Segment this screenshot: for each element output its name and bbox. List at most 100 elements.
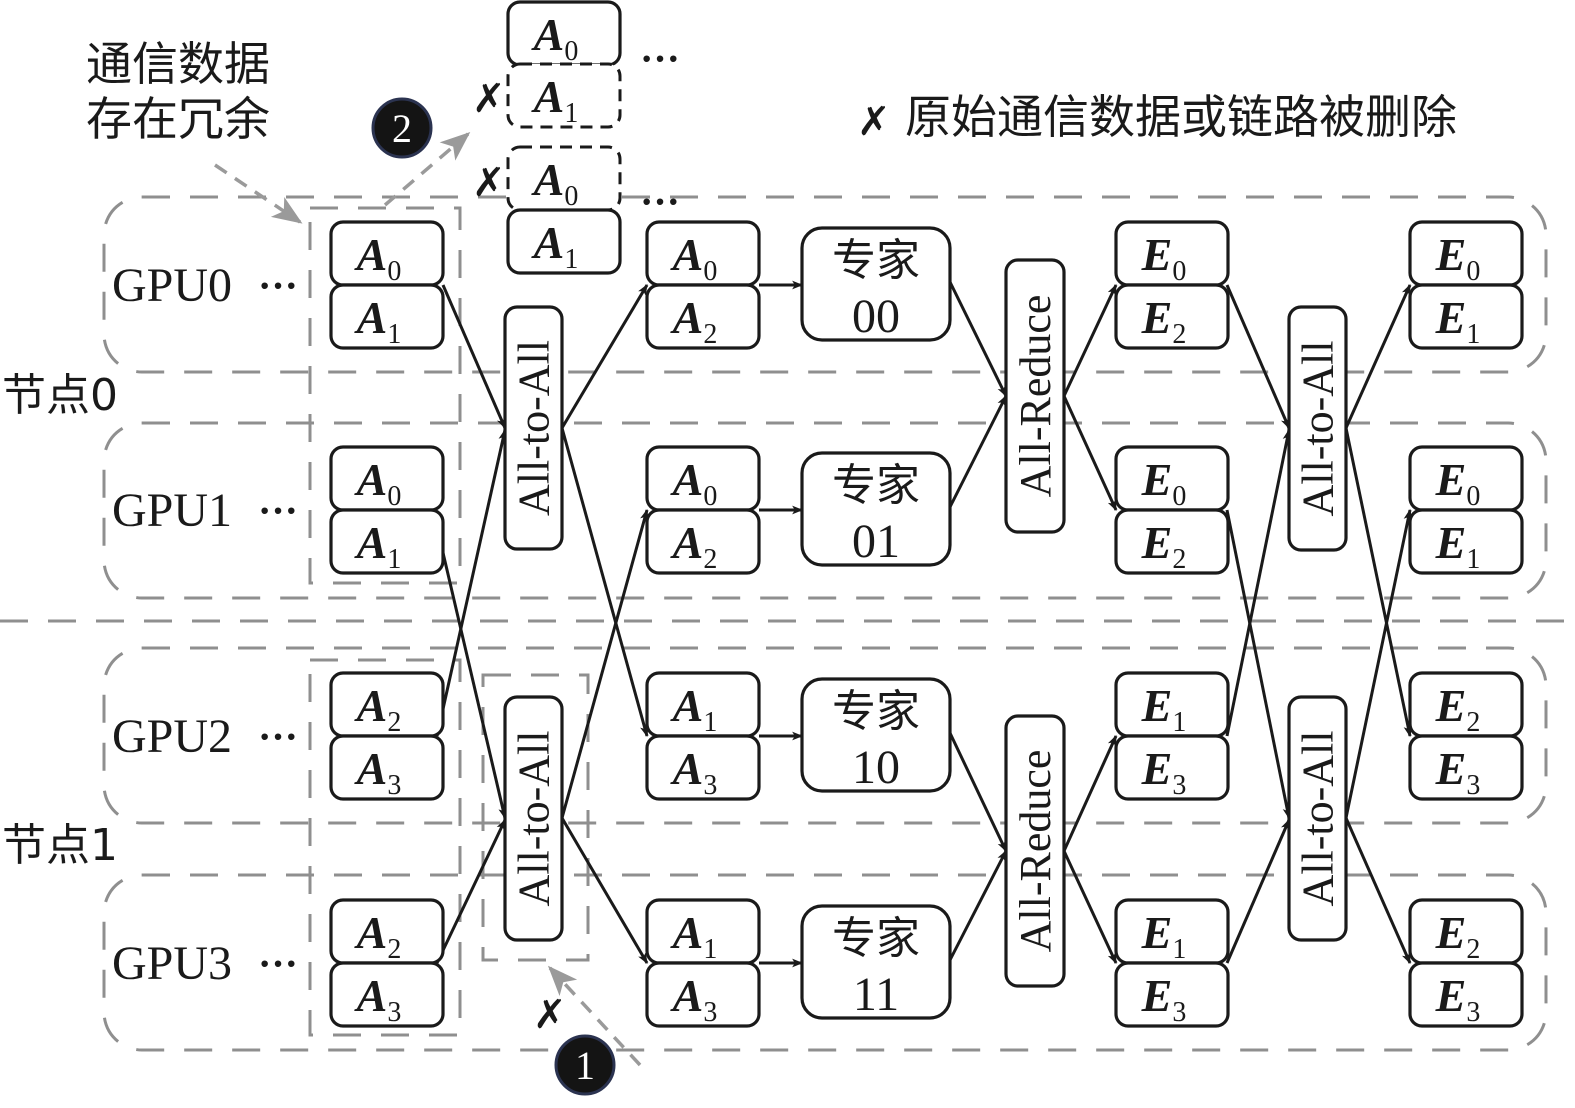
output-box: E2 — [1408, 898, 1524, 965]
variable-subscript: 1 — [1466, 544, 1480, 575]
input-box: A0 — [329, 220, 445, 287]
deleted-link-cross-icon: ✗ — [533, 992, 567, 1038]
variable-subscript: 2 — [387, 707, 401, 738]
variable-subscript: 2 — [1466, 707, 1480, 738]
edge-reduce-to-gpu2 — [1062, 734, 1118, 852]
deleted-cross-icon: ✗ — [472, 76, 506, 122]
legend-text: 原始通信数据或链路被删除 — [905, 90, 1457, 144]
variable-symbol: E — [1141, 454, 1173, 505]
svg-text:E1: E1 — [1141, 907, 1187, 965]
variable-symbol: A — [354, 454, 388, 505]
gpu-group-1 — [102, 421, 1548, 600]
edge-gpu2-to-a2a — [435, 428, 508, 737]
svg-text:A1: A1 — [354, 517, 402, 575]
output-box: E3 — [1408, 961, 1524, 1028]
svg-text:A1: A1 — [670, 907, 718, 965]
output-box: E1 — [1408, 508, 1524, 575]
all-to-all-combine-node1-label: All-to-All — [1294, 731, 1343, 907]
variable-symbol: A — [670, 229, 704, 280]
svg-text:A1: A1 — [531, 71, 579, 129]
output-box: E0 — [1408, 445, 1524, 512]
badge-2 — [371, 97, 433, 159]
variable-subscript: 1 — [564, 244, 578, 275]
variable-symbol: A — [670, 743, 704, 794]
edge-gpu3-to-a2a — [435, 819, 507, 964]
variable-symbol: E — [1435, 907, 1467, 958]
svg-text:E2: E2 — [1141, 517, 1187, 575]
variable-subscript: 0 — [387, 256, 401, 287]
all-to-all-dispatch-node0-label: All-to-All — [510, 340, 559, 516]
edge-reduce-to-gpu1 — [1062, 395, 1118, 512]
ellipsis: ··· — [258, 263, 298, 308]
svg-text:E1: E1 — [1435, 292, 1481, 350]
all-reduce-node0-label: All-Reduce — [1011, 295, 1060, 498]
variable-subscript: 3 — [703, 770, 717, 801]
variable-subscript: 3 — [1466, 770, 1480, 801]
badge-2-number: 2 — [392, 106, 412, 151]
variable-symbol: A — [531, 154, 565, 205]
all-to-all-dispatch-node1-label: All-to-All — [510, 731, 559, 907]
variable-subscript: 0 — [1466, 481, 1480, 512]
variable-symbol: A — [531, 71, 565, 122]
edge-combine-to-gpu0 — [1344, 283, 1412, 429]
svg-text:E0: E0 — [1141, 454, 1187, 512]
svg-text:A2: A2 — [354, 907, 402, 965]
expert-id: 00 — [852, 290, 900, 343]
variable-subscript: 0 — [703, 256, 717, 287]
all-to-all-dispatch-node0: All-to-All — [503, 305, 564, 551]
variable-symbol: E — [1435, 229, 1467, 280]
variable-symbol: E — [1435, 517, 1467, 568]
top-data-box: A0 — [506, 0, 622, 67]
variable-subscript: 2 — [387, 934, 401, 965]
expert-label: 专家 — [832, 460, 920, 511]
edge-expert10-to-reduce — [948, 732, 1008, 852]
after-a2a-box: A3 — [645, 961, 761, 1028]
variable-symbol: A — [354, 907, 388, 958]
variable-symbol: E — [1435, 970, 1467, 1021]
variable-symbol: A — [670, 454, 704, 505]
edge-expert00-to-reduce — [948, 281, 1008, 397]
svg-text:A0: A0 — [670, 454, 718, 512]
redundant-note-line2: 存在冗余 — [86, 92, 270, 146]
all-to-all-combine-node1: All-to-All — [1287, 695, 1348, 942]
input-box: A1 — [329, 283, 445, 350]
after-reduce-box: E1 — [1114, 898, 1230, 965]
svg-text:E1: E1 — [1141, 680, 1187, 738]
svg-text:E3: E3 — [1435, 970, 1481, 1028]
edge-expert01-to-reduce — [948, 395, 1008, 508]
output-box: E2 — [1408, 671, 1524, 738]
variable-symbol: E — [1435, 292, 1467, 343]
variable-symbol: A — [531, 9, 565, 60]
after-reduce-box: E3 — [1114, 961, 1230, 1028]
input-box: A2 — [329, 671, 445, 738]
redundant-note-line1: 通信数据 — [86, 37, 270, 91]
edge-a2a-to-gpu1 — [560, 508, 649, 819]
ellipsis: ··· — [258, 714, 298, 759]
variable-subscript: 3 — [703, 997, 717, 1028]
variable-subscript: 0 — [703, 481, 717, 512]
ellipsis: ··· — [258, 488, 298, 533]
variable-subscript: 0 — [1172, 256, 1186, 287]
all-to-all-combine-node0: All-to-All — [1287, 305, 1348, 552]
ellipsis: ··· — [640, 36, 680, 81]
variable-subscript: 1 — [703, 934, 717, 965]
expert-label: 专家 — [832, 235, 920, 286]
variable-subscript: 3 — [1172, 997, 1186, 1028]
edge-gpu1-to-combine — [1225, 509, 1292, 820]
variable-subscript: 1 — [1172, 707, 1186, 738]
badge-1 — [554, 1034, 616, 1096]
expert-id: 10 — [852, 741, 900, 794]
variable-symbol: E — [1141, 743, 1173, 794]
variable-symbol: E — [1141, 970, 1173, 1021]
variable-subscript: 1 — [1172, 934, 1186, 965]
input-region-node1 — [308, 658, 462, 1037]
edge-reduce-to-gpu3 — [1062, 850, 1118, 964]
ellipsis: ··· — [640, 179, 680, 224]
gpu-group-3 — [102, 873, 1548, 1052]
input-box: A0 — [329, 445, 445, 512]
gpu-group-0 — [102, 195, 1548, 374]
after-a2a-box: A2 — [645, 508, 761, 575]
badge2-arrow — [383, 132, 471, 207]
